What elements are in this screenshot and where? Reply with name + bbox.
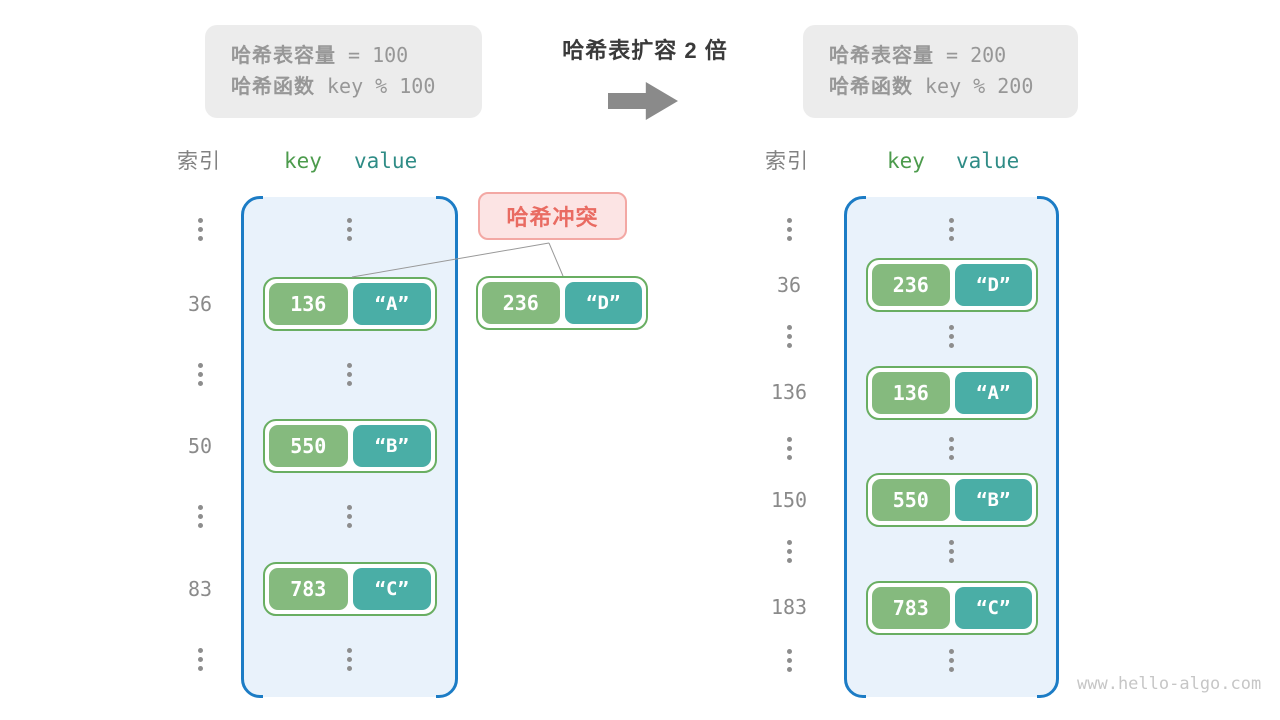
hash-function-label: 哈希函数	[231, 76, 315, 98]
capacity-label: 哈希表容量	[231, 45, 336, 67]
index-label: 36	[187, 292, 213, 316]
value-cell: “A”	[954, 372, 1032, 414]
index-label: 36	[776, 273, 802, 297]
key-cell: 236	[872, 264, 950, 306]
before-key-header: key	[284, 149, 322, 173]
vertical-ellipsis	[197, 363, 203, 386]
watermark: www.hello-algo.com	[1077, 674, 1262, 694]
hash-function-value: key % 200	[925, 74, 1034, 98]
vertical-ellipsis	[197, 648, 203, 671]
key-cell: 550	[269, 425, 348, 467]
value-cell: “A”	[352, 283, 431, 325]
after-capacity-box: 哈希表容量 = 200 哈希函数 key % 200	[803, 25, 1078, 118]
key-cell: 236	[482, 282, 560, 324]
key-cell: 136	[872, 372, 950, 414]
before-index-header: 索引	[177, 150, 221, 173]
value-cell: “D”	[564, 282, 642, 324]
diagram-title: 哈希表扩容 2 倍	[562, 38, 728, 63]
vertical-ellipsis	[346, 363, 352, 386]
kv-pair-550-B: 550 “B”	[263, 419, 437, 473]
vertical-ellipsis	[948, 437, 954, 460]
vertical-ellipsis	[346, 505, 352, 528]
value-cell: “D”	[954, 264, 1032, 306]
right-arrow-icon	[608, 82, 678, 120]
capacity-value: = 200	[946, 43, 1007, 67]
index-label: 150	[770, 488, 808, 512]
after-value-header: value	[956, 149, 1020, 173]
capacity-line: 哈希表容量 = 100	[231, 44, 482, 68]
value-cell: “B”	[352, 425, 431, 467]
kv-pair-783-C: 783 “C”	[263, 562, 437, 616]
value-cell: “C”	[954, 587, 1032, 629]
key-cell: 783	[269, 568, 348, 610]
after-index-header: 索引	[765, 150, 809, 173]
kv-pair-136-A: 136 “A”	[263, 277, 437, 331]
kv-pair-136-A: 136 “A”	[866, 366, 1038, 420]
kv-pair-236-D: 236 “D”	[866, 258, 1038, 312]
hash-function-line: 哈希函数 key % 100	[231, 75, 482, 99]
kv-pair-236-D-colliding: 236 “D”	[476, 276, 648, 330]
vertical-ellipsis	[948, 649, 954, 672]
after-key-header: key	[887, 149, 925, 173]
vertical-ellipsis	[786, 649, 792, 672]
vertical-ellipsis	[346, 218, 352, 241]
vertical-ellipsis	[786, 325, 792, 348]
index-label: 83	[187, 577, 213, 601]
vertical-ellipsis	[786, 437, 792, 460]
vertical-ellipsis	[786, 540, 792, 563]
capacity-value: = 100	[348, 43, 409, 67]
key-cell: 550	[872, 479, 950, 521]
before-value-header: value	[354, 149, 418, 173]
hash-function-label: 哈希函数	[829, 76, 913, 98]
hash-function-value: key % 100	[327, 74, 436, 98]
vertical-ellipsis	[948, 325, 954, 348]
hash-function-line: 哈希函数 key % 200	[829, 75, 1078, 99]
kv-pair-550-B: 550 “B”	[866, 473, 1038, 527]
vertical-ellipsis	[948, 540, 954, 563]
vertical-ellipsis	[197, 218, 203, 241]
capacity-label: 哈希表容量	[829, 45, 934, 67]
value-cell: “C”	[352, 568, 431, 610]
index-label: 183	[770, 595, 808, 619]
index-label: 136	[770, 380, 808, 404]
key-cell: 136	[269, 283, 348, 325]
hash-collision-badge: 哈希冲突	[478, 192, 627, 240]
vertical-ellipsis	[948, 218, 954, 241]
value-cell: “B”	[954, 479, 1032, 521]
index-label: 50	[187, 434, 213, 458]
kv-pair-783-C: 783 “C”	[866, 581, 1038, 635]
key-cell: 783	[872, 587, 950, 629]
vertical-ellipsis	[786, 218, 792, 241]
vertical-ellipsis	[197, 505, 203, 528]
before-capacity-box: 哈希表容量 = 100 哈希函数 key % 100	[205, 25, 482, 118]
capacity-line: 哈希表容量 = 200	[829, 44, 1078, 68]
vertical-ellipsis	[346, 648, 352, 671]
